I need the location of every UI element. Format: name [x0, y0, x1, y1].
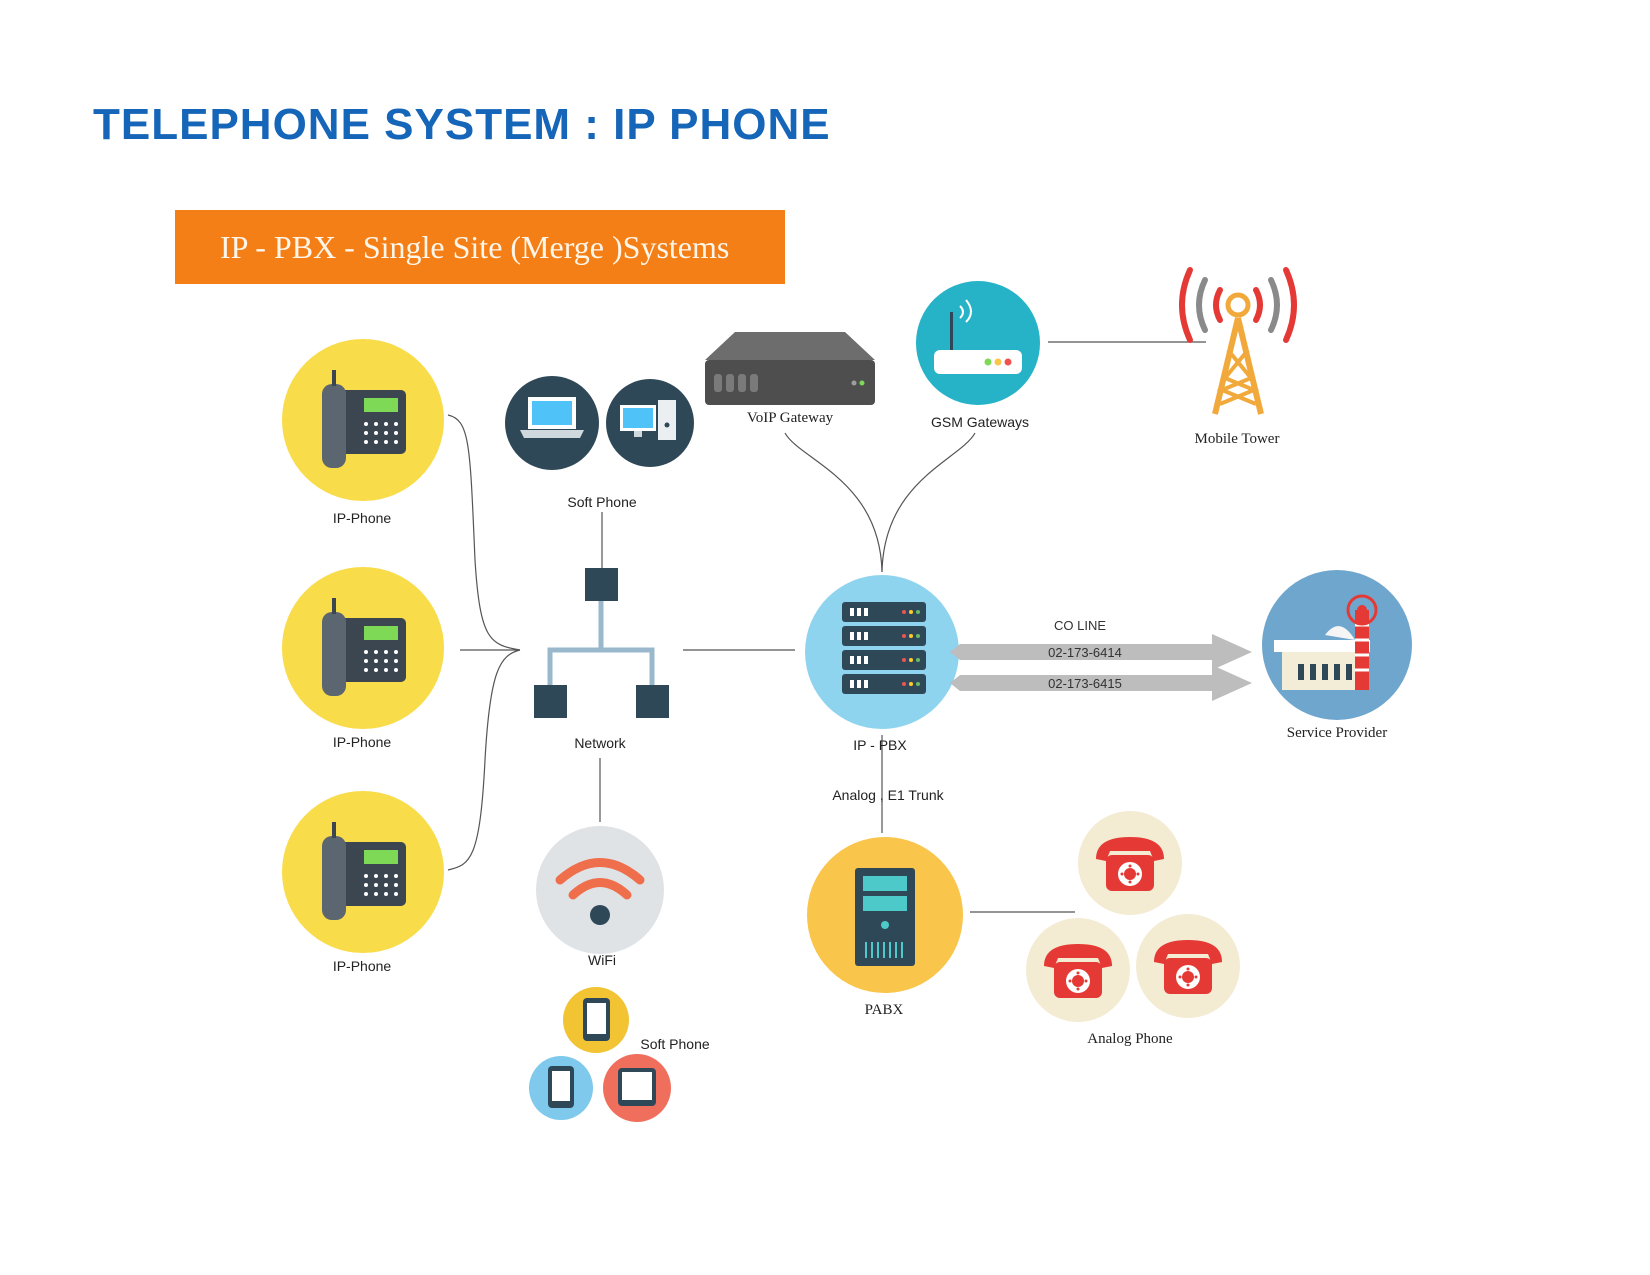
voip-gateway-icon: [705, 332, 875, 405]
network-label: Network: [574, 735, 626, 751]
voip-gateway-label: VoIP Gateway: [747, 410, 834, 426]
network-switch-icon: [534, 568, 669, 718]
mobile-phone-icon: [529, 1056, 593, 1120]
mobile-tower-label: Mobile Tower: [1195, 431, 1280, 447]
desktop-softphone-icon: [606, 379, 694, 467]
co-line-arrow-1: [950, 634, 1252, 670]
ip-phone-3: [282, 791, 444, 953]
wifi-label: WiFi: [588, 952, 616, 968]
co-line-label: CO LINE: [1054, 618, 1106, 633]
service-provider-label: Service Provider: [1287, 725, 1387, 741]
soft-phone-top-label: Soft Phone: [567, 494, 636, 510]
laptop-softphone-icon: [505, 376, 599, 470]
ip-phone-3-label: IP-Phone: [333, 958, 392, 974]
analog-phone-2-icon: [1026, 918, 1130, 1022]
ip-phone-1-label: IP-Phone: [333, 510, 392, 526]
service-provider-icon: [1262, 570, 1412, 720]
gsm-gateways-label: GSM Gateways: [931, 414, 1029, 430]
pabx-icon: [807, 837, 963, 993]
ip-phone-2: [282, 567, 444, 729]
ip-pbx-label: IP - PBX: [853, 737, 907, 753]
soft-phone-bottom-label: Soft Phone: [640, 1036, 709, 1052]
co-line-arrow-2: [950, 665, 1252, 701]
ip-pbx-server-icon: [805, 575, 959, 729]
analog-phone-label: Analog Phone: [1087, 1031, 1173, 1047]
wifi-icon: [536, 826, 664, 954]
connector-lines: [447, 341, 1206, 913]
ip-phone-2-label: IP-Phone: [333, 734, 392, 750]
page-title: TELEPHONE SYSTEM : IP PHONE: [93, 100, 831, 149]
mobile-tower-icon: [1179, 267, 1297, 415]
diagram-banner: IP - PBX - Single Site (Merge )Systems: [175, 210, 785, 284]
pabx-label: PABX: [865, 1002, 904, 1018]
co-line-1-number: 02-173-6414: [1048, 645, 1122, 660]
analog-phone-1-icon: [1078, 811, 1182, 915]
ip-phone-1: [282, 339, 444, 501]
co-line-2-number: 02-173-6415: [1048, 676, 1122, 691]
smartphone-icon: [563, 987, 629, 1053]
trunk-label: Analog , E1 Trunk: [832, 787, 944, 803]
analog-phone-3-icon: [1136, 914, 1240, 1018]
tablet-icon: [603, 1054, 671, 1122]
gsm-gateway-icon: [916, 281, 1040, 405]
